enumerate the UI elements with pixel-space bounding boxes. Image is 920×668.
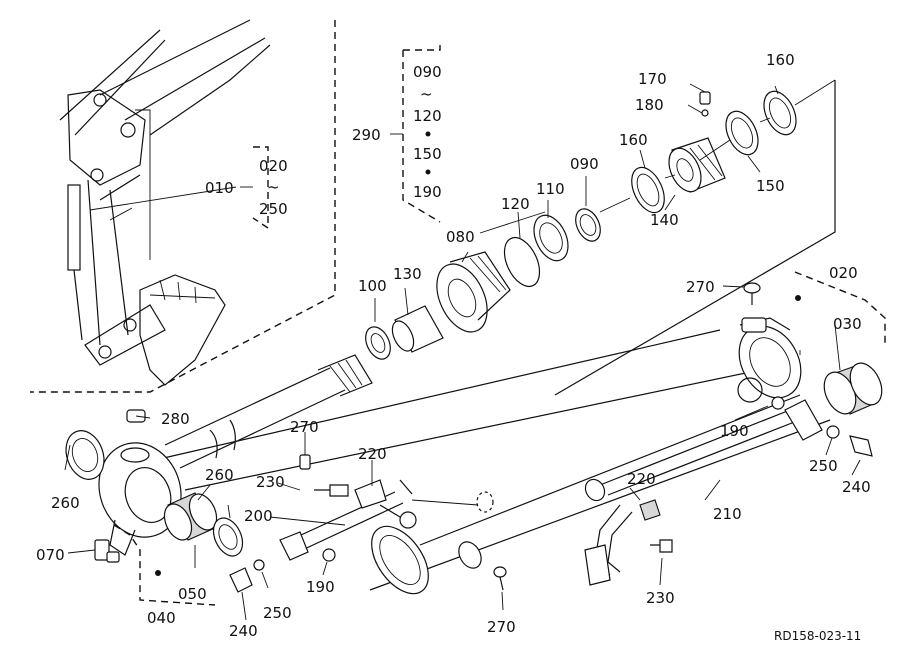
label-tilde-2: ~ <box>420 85 433 103</box>
label-tilde-1: ~ <box>267 178 280 196</box>
bushing-050 <box>163 492 218 541</box>
label-120-group: 120 <box>413 107 442 125</box>
label-230-left: 230 <box>256 473 285 491</box>
label-120: 120 <box>501 195 530 213</box>
label-190-right: 190 <box>720 422 749 440</box>
label-010: 010 <box>205 179 234 197</box>
fittings <box>94 282 873 593</box>
leader-lines <box>64 83 861 621</box>
group-brackets <box>113 45 886 606</box>
label-190-left: 190 <box>306 578 335 596</box>
label-040: 040 <box>147 609 176 627</box>
label-150: 150 <box>756 177 785 195</box>
label-270-bottom: 270 <box>487 618 516 636</box>
label-240-right: 240 <box>842 478 871 496</box>
label-260-left: 260 <box>51 494 80 512</box>
label-270-top: 270 <box>686 278 715 296</box>
label-210: 210 <box>713 505 742 523</box>
label-170: 170 <box>638 70 667 88</box>
label-250-right: 250 <box>809 457 838 475</box>
label-150-group: 150 <box>413 145 442 163</box>
label-100: 100 <box>358 277 387 295</box>
label-110: 110 <box>536 180 565 198</box>
label-270-left: 270 <box>290 418 319 436</box>
label-200: 200 <box>244 507 273 525</box>
label-020-top: 020 <box>259 157 288 175</box>
label-030: 030 <box>833 315 862 333</box>
label-220-right: 220 <box>627 470 656 488</box>
hydraulic-line-200 <box>279 479 494 561</box>
label-050: 050 <box>178 585 207 603</box>
cylinder-tube <box>154 317 831 595</box>
label-260-right: 260 <box>205 466 234 484</box>
excavator-arm-illustration <box>30 19 336 393</box>
label-160-left: 160 <box>619 131 648 149</box>
label-160-right: 160 <box>766 51 795 69</box>
label-020: 020 <box>829 264 858 282</box>
label-280: 280 <box>161 410 190 428</box>
piston-rod-head-parts <box>365 79 836 396</box>
group-markers <box>155 131 801 576</box>
label-250-top: 250 <box>259 200 288 218</box>
label-180: 180 <box>635 96 664 114</box>
seal-260 <box>212 517 244 557</box>
label-240-left: 240 <box>229 622 258 640</box>
label-230-right: 230 <box>646 589 675 607</box>
label-130: 130 <box>393 265 422 283</box>
reference-code: RD158-023-11 <box>774 629 861 643</box>
label-090-group: 090 <box>413 63 442 81</box>
label-220-left: 220 <box>358 445 387 463</box>
label-080: 080 <box>446 228 475 246</box>
label-070: 070 <box>36 546 65 564</box>
bushing-030 <box>823 362 883 415</box>
label-090: 090 <box>570 155 599 173</box>
piston-rod <box>164 354 373 469</box>
label-190-group: 190 <box>413 183 442 201</box>
label-250-left: 250 <box>263 604 292 622</box>
label-140: 140 <box>650 211 679 229</box>
hydraulic-line-210 <box>584 399 823 586</box>
label-290: 290 <box>352 126 381 144</box>
rod-eye <box>65 409 182 556</box>
callout-labels: 010 020 ~ 250 290 090 ~ 120 150 190 080 … <box>36 51 871 643</box>
